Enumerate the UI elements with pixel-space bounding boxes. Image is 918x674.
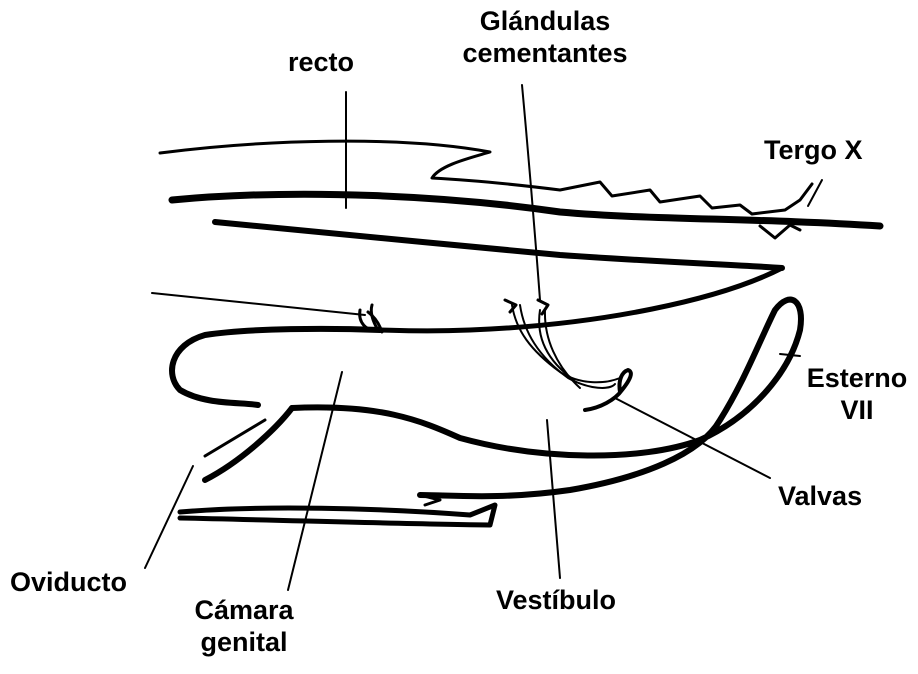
label-esterno-line2: VII [798,394,916,426]
leader-left-top [152,293,365,315]
label-recto-text: recto [288,46,354,78]
valvas-shape [585,370,631,410]
rectum-lower [380,268,782,331]
label-glandulas-line1: Glándulas [440,5,650,37]
label-camara: Cámara genital [170,594,318,658]
leader-vestibulo [547,420,560,578]
tergo-folds [760,225,800,238]
rectum-upper [215,222,782,268]
label-camara-line2: genital [170,626,318,658]
label-glandulas-line2: cementantes [440,37,650,69]
label-esterno-line1: Esterno [798,362,916,394]
label-valvas: Valvas [778,480,862,512]
label-vestibulo: Vestíbulo [496,584,616,616]
chamber-upper-wall [172,329,380,405]
gland-tip-left [505,300,516,312]
oviduct-wall-upper [205,420,265,456]
leader-glandulas [522,85,540,300]
label-recto: recto [288,46,354,78]
label-camara-line1: Cámara [170,594,318,626]
label-vestibulo-text: Vestíbulo [496,584,616,616]
label-oviducto-text: Oviducto [10,566,127,598]
leader-esterno [780,354,800,356]
label-glandulas: Glándulas cementantes [440,5,650,69]
label-valvas-text: Valvas [778,480,862,512]
ventral-plate [180,505,495,525]
label-tergo-text: Tergo X [764,134,863,166]
label-oviducto: Oviducto [10,566,127,598]
oviduct-wall-lower [205,408,292,480]
label-esterno: Esterno VII [798,362,916,426]
leader-tergo [808,180,822,206]
label-tergo: Tergo X [764,134,863,166]
